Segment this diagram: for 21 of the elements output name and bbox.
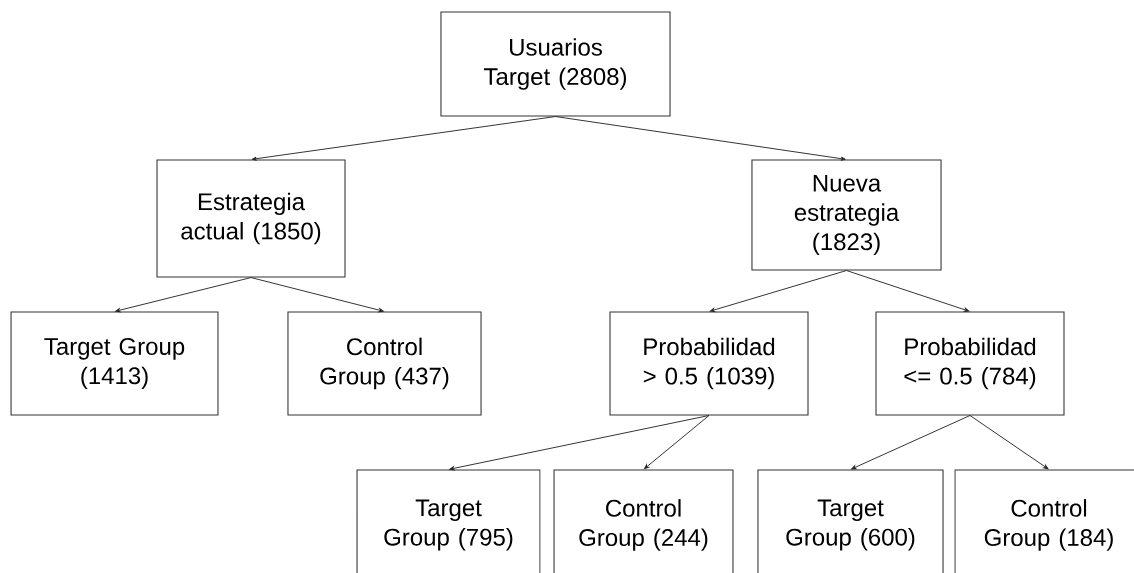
arrow [709, 270, 847, 312]
arrow [250, 277, 384, 313]
process-box: Control Group (437) [287, 311, 482, 416]
process-box: Nueva estrategia (1823) [751, 159, 942, 271]
arrow [251, 116, 556, 161]
process-box: Target Group (600) [757, 469, 944, 573]
process-box: Target Group (795) [356, 469, 541, 573]
arrow [449, 415, 710, 471]
arrow [115, 277, 252, 313]
process-box: Probabilidad <= 0.5 (784) [875, 311, 1065, 416]
process-box: Control Group (184) [954, 469, 1134, 573]
arrow [851, 415, 971, 470]
arrow [555, 116, 846, 161]
arrow [644, 415, 710, 470]
process-box: Probabilidad > 0.5 (1039) [609, 311, 809, 416]
process-box: Estrategia actual (1850) [156, 159, 346, 278]
process-box: Usuarios Target (2808) [440, 11, 671, 117]
arrow [969, 415, 1049, 470]
arrow [846, 270, 970, 312]
process-box: Target Group (1413) [10, 311, 219, 416]
process-box: Control Group (244) [553, 469, 734, 573]
